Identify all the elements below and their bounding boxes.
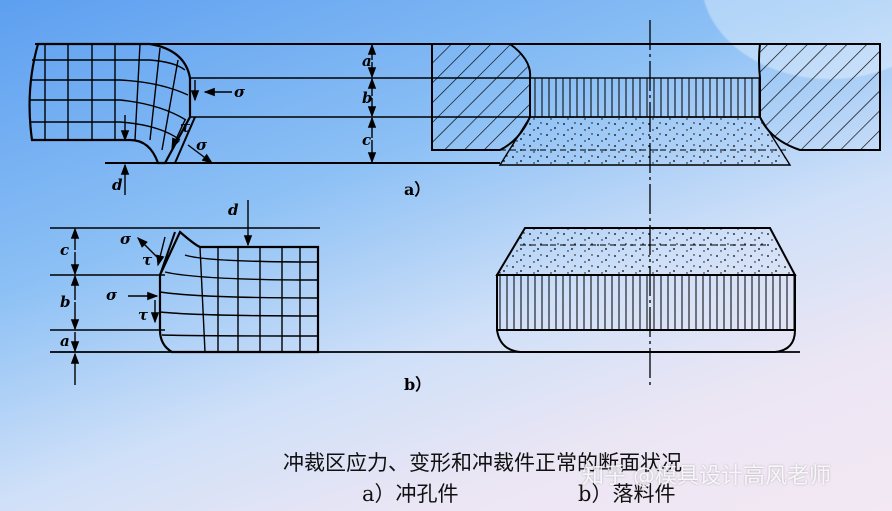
dim-label-d: d — [228, 201, 239, 219]
stress-tau-label: τ — [138, 306, 149, 324]
dim-label-c: c — [362, 131, 371, 149]
stress-sigma-label: σ — [106, 286, 118, 304]
stress-tau-label: τ — [142, 251, 153, 269]
dim-label-c: c — [60, 241, 69, 259]
subfigure-b-label: b） — [404, 375, 431, 394]
subfigure-a-label: a） — [404, 180, 430, 199]
stress-sigma-label: σ — [234, 83, 246, 101]
stress-sigma-label: σ — [120, 230, 132, 248]
dim-label-a: a — [60, 332, 70, 350]
mesh-punched-part — [28, 42, 196, 165]
blank-section — [495, 227, 797, 353]
dim-label-b: b — [362, 89, 373, 107]
punched-hole-section — [431, 43, 881, 166]
dim-label-d: d — [112, 176, 123, 194]
watermark: 知乎 @模具设计高风老师 — [582, 464, 831, 489]
stress-sigma-label: σ — [196, 136, 208, 154]
mesh-blank-part — [158, 230, 320, 354]
dim-label-b: b — [60, 293, 71, 311]
caption-part-a: a）冲孔件 — [362, 482, 459, 506]
caption-part-b: b）落料件 — [578, 482, 676, 506]
caption-title: 冲裁区应力、变形和冲裁件正常的断面状况 — [283, 451, 682, 475]
stress-tau-label: τ — [180, 118, 191, 136]
dim-label-a: a — [362, 52, 372, 70]
